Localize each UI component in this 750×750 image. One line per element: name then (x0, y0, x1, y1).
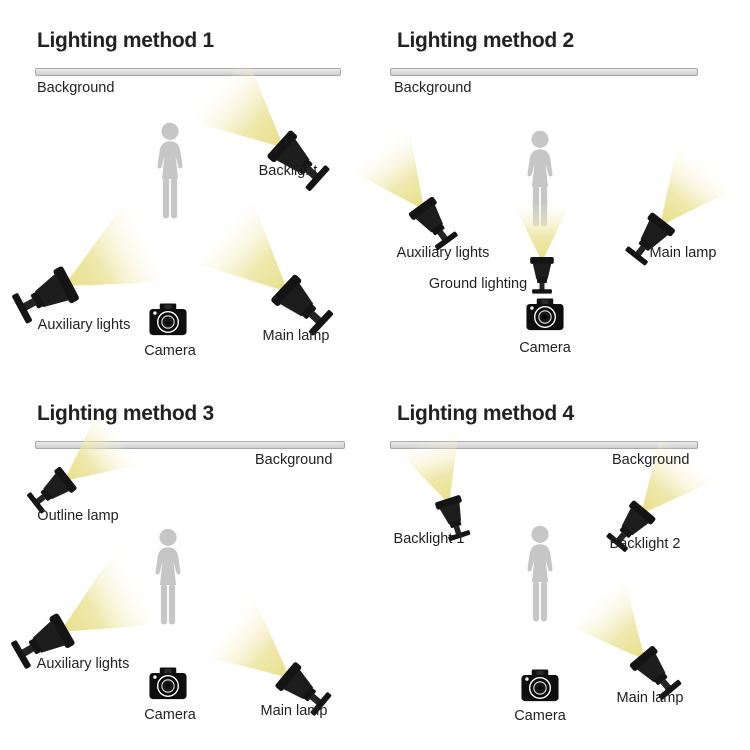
main-lamp-label: Main lamp (616, 690, 684, 706)
camera-label: Camera (519, 340, 571, 356)
background-label: Background (37, 80, 115, 96)
background-label: Background (255, 452, 333, 468)
main-lamp-label: Main lamp (649, 245, 717, 261)
auxiliary-lights-label: Auxiliary lights (37, 317, 131, 333)
main-lamp-label: Main lamp (260, 703, 328, 719)
panel-title: Lighting method 3 (37, 402, 214, 425)
panel-title: Lighting method 2 (397, 29, 574, 52)
background-bar (390, 68, 698, 76)
background-label: Background (612, 452, 690, 468)
camera-icon (523, 297, 567, 342)
backlight-2-label: Backlight 2 (609, 536, 681, 552)
backlight-1-label: Backlight 1 (393, 531, 465, 547)
auxiliary-lights-label: Auxiliary lights (396, 245, 490, 261)
main-lamp-icon (238, 197, 338, 347)
ground-lighting-icon (492, 167, 592, 317)
camera-label: Camera (144, 707, 196, 723)
auxiliary-lights-label: Auxiliary lights (36, 656, 130, 672)
camera-icon (146, 302, 190, 347)
background-label: Background (394, 80, 472, 96)
person-silhouette-icon (518, 525, 562, 630)
ground-lighting-label: Ground lighting (428, 276, 528, 292)
backlight-icon (234, 53, 334, 203)
camera-label: Camera (514, 708, 566, 724)
camera-icon (146, 666, 190, 711)
auxiliary-lights-icon (374, 115, 474, 265)
main-lamp-label: Main lamp (262, 328, 330, 344)
panel-title: Lighting method 1 (37, 29, 214, 52)
panel-title: Lighting method 4 (397, 402, 574, 425)
backlight-label: Backlight (258, 163, 318, 179)
outline-lamp-label: Outline lamp (37, 508, 119, 524)
camera-label: Camera (144, 343, 196, 359)
camera-icon (518, 668, 562, 713)
